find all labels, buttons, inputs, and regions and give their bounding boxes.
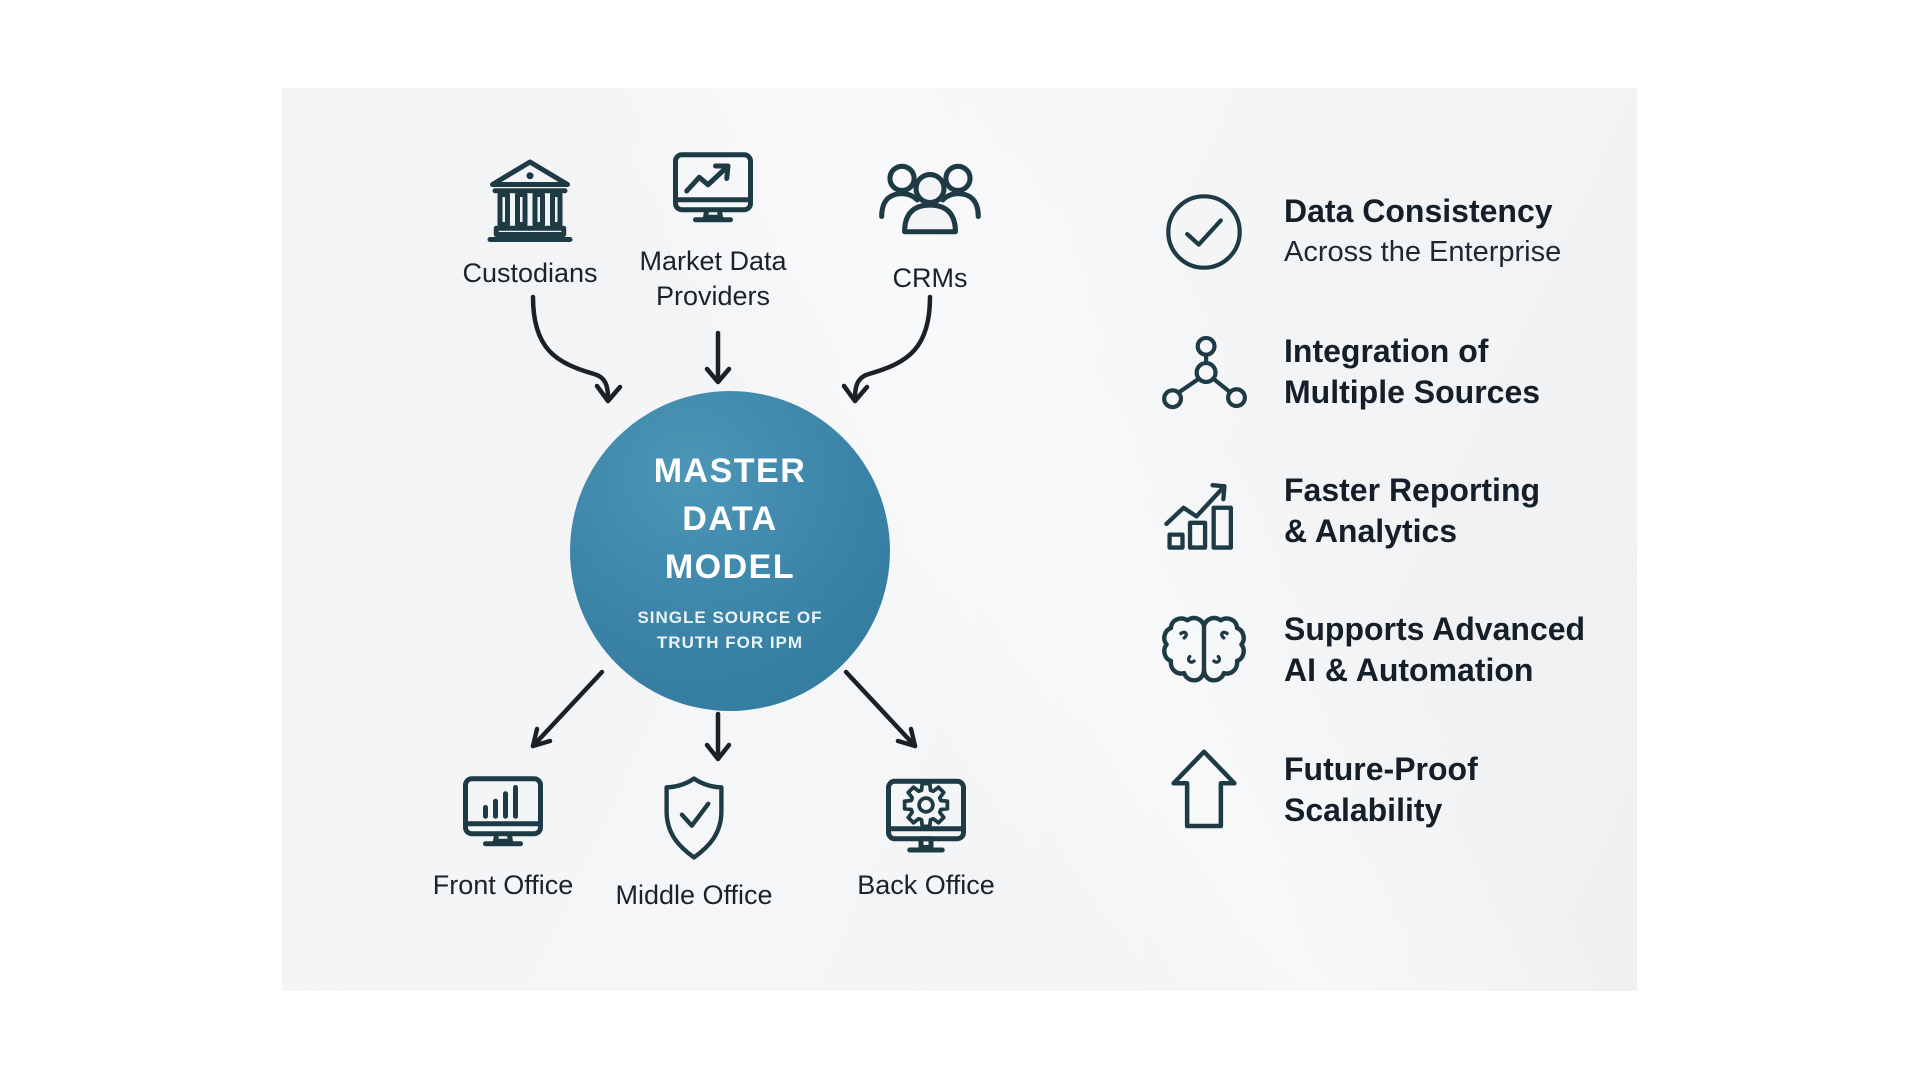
consumer-label-back-office: Back Office	[857, 870, 995, 900]
consumer-node-front-office: Front Office	[403, 776, 603, 903]
benefit-item-integration: Integration of Multiple Sources	[1160, 331, 1540, 413]
consumer-label-front-office: Front Office	[432, 870, 574, 900]
arrow-up-icon	[1171, 749, 1237, 829]
benefit-text: Integration of Multiple Sources	[1284, 333, 1541, 410]
benefit-item-ai-automation: Supports Advanced AI & Automation	[1160, 608, 1585, 692]
consumer-label-middle-office: Middle Office	[615, 880, 773, 910]
benefit-text: Faster Reporting & Analytics	[1284, 472, 1541, 549]
consumer-node-middle-office: Middle Office	[594, 772, 794, 913]
people-group-icon	[879, 163, 981, 235]
source-node-crms: CRMs	[830, 158, 1030, 296]
consumer-node-back-office: Back Office	[826, 776, 1026, 903]
monitor-bars-icon	[463, 776, 543, 847]
bank-icon	[487, 159, 573, 242]
brain-icon	[1162, 615, 1246, 683]
monitor-trend-icon	[673, 152, 753, 223]
benefit-item-data-consistency: Data Consistency Across the Enterprise	[1160, 190, 1561, 274]
benefit-text: Supports Advanced AI & Automation	[1284, 611, 1586, 688]
master-data-model-circle: MASTER DATA MODEL SINGLE SOURCE OF TRUTH…	[570, 391, 890, 711]
shield-check-icon	[664, 776, 724, 860]
benefit-item-faster-reporting: Faster Reporting & Analytics	[1160, 470, 1540, 552]
benefit-text: Data Consistency Across the Enterprise	[1284, 193, 1562, 268]
source-label-crms: CRMs	[892, 263, 968, 293]
master-data-model-title: MASTER DATA MODEL	[653, 452, 807, 586]
circle-check-icon	[1166, 194, 1242, 270]
master-data-model-subtitle: SINGLE SOURCE OF TRUTH FOR IPM	[637, 608, 823, 652]
source-label-custodians: Custodians	[462, 258, 598, 288]
chart-growth-icon	[1164, 483, 1234, 550]
monitor-gear-icon	[886, 778, 966, 853]
benefit-text: Future-Proof Scalability	[1284, 751, 1478, 828]
benefit-item-scalability: Future-Proof Scalability	[1160, 745, 1478, 835]
network-icon	[1162, 335, 1247, 409]
source-node-custodians: Custodians	[430, 152, 630, 291]
